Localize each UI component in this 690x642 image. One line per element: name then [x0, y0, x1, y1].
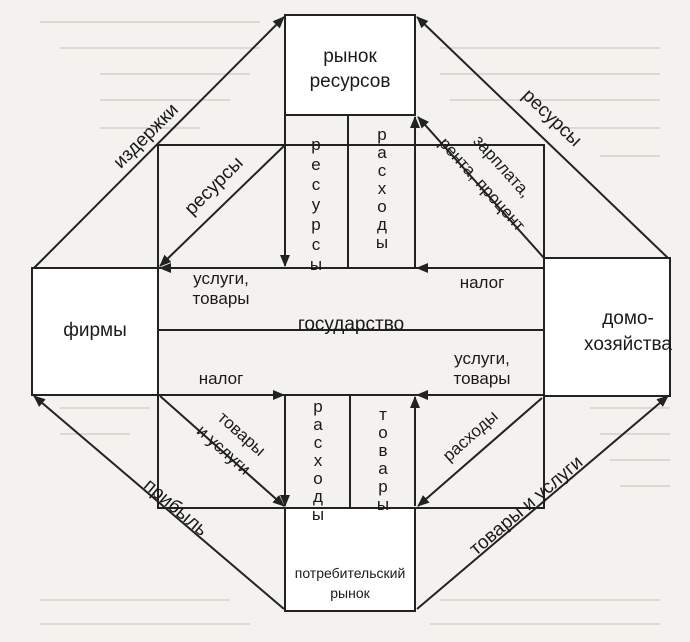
resource-market-label-1: рынок: [323, 46, 377, 67]
resources-inner-label: ресурсы: [181, 153, 248, 220]
profit-arrow: [33, 395, 285, 610]
firms-box: [31, 267, 159, 396]
consumer-market-box: [284, 507, 416, 612]
firms-label: фирмы: [63, 320, 127, 341]
households-box: [543, 257, 671, 397]
costs-label: издержки: [109, 99, 182, 172]
resources-outer-label: ресурсы: [518, 85, 586, 151]
tax-left-label: налог: [199, 369, 244, 388]
services-goods-left-label-1: услуги,: [193, 269, 249, 288]
resources-inner-arrow: [159, 144, 286, 267]
background-text-lines: [40, 21, 670, 625]
consumer-market-label-1: потребительский: [295, 565, 406, 581]
goods-services-inner-arrow: [159, 395, 285, 507]
consumer-market-label-2: рынок: [330, 585, 370, 601]
goods-services-outer-arrow: [416, 395, 669, 610]
state-label: государство: [298, 314, 404, 335]
resources-outer-arrow: [416, 16, 669, 259]
services-goods-right-label-2: товары: [453, 369, 510, 388]
costs-arrow: [33, 16, 285, 269]
services-goods-left-label-2: товары: [192, 289, 249, 308]
resource-market-box: [284, 14, 416, 116]
goods-services-outer-label: товары и услуги: [466, 452, 588, 560]
services-goods-right-label-1: услуги,: [454, 349, 510, 368]
spending-right-label: расходы: [439, 407, 502, 466]
tax-right-label: налог: [460, 273, 505, 292]
households-label-1: домо-: [602, 308, 654, 329]
resource-market-label-2: ресурсов: [310, 71, 391, 92]
wages-arrow: [417, 116, 545, 259]
households-label-2: хозяйства: [584, 334, 672, 355]
spending-right-arrow: [417, 397, 543, 507]
